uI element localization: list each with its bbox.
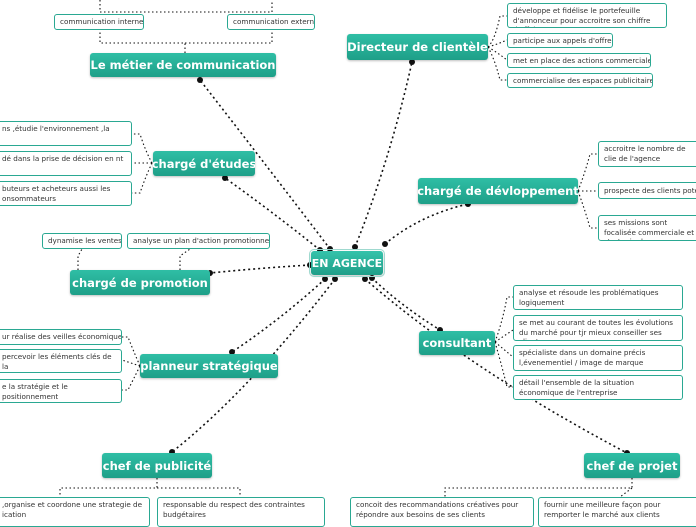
projet-leaf-2[interactable]: fournir une meilleure façon pour remport…	[538, 497, 696, 527]
consultant-leaf-2[interactable]: se met au courant de toutes les évolutio…	[513, 315, 683, 341]
link-directeur	[354, 61, 413, 248]
branch-projet[interactable]: chef de projet	[584, 453, 680, 478]
projet-leaf-1[interactable]: concoit des recommandations créatives po…	[350, 497, 534, 527]
consultant-leaf-1[interactable]: analyse et résoude les problématiques lo…	[513, 285, 683, 310]
etudes-leaf-3[interactable]: buteurs et acheteurs aussi les onsommate…	[0, 181, 132, 206]
branch-promotion[interactable]: chargé de promotion	[70, 270, 210, 295]
metier-leaf-interne[interactable]: communication interne	[54, 14, 144, 30]
developpement-leaf-2[interactable]: prospecte des clients poten	[598, 182, 696, 199]
branch-etudes[interactable]: chargé d'études	[153, 151, 255, 176]
branch-publicite[interactable]: chef de publicité	[102, 453, 212, 478]
link-consultant	[371, 277, 441, 331]
etudes-leaf-2[interactable]: dé dans la prise de décision en nt	[0, 151, 132, 176]
link-developpement	[384, 203, 469, 245]
center-node[interactable]: EN AGENCE	[309, 249, 385, 277]
branch-developpement[interactable]: chargé de dévloppement	[418, 178, 578, 204]
promotion-leaf-1[interactable]: dynamise les ventes	[42, 233, 122, 249]
planneur-leaf-3[interactable]: e la stratégie et le positionnement	[0, 379, 122, 403]
consultant-leaf-3[interactable]: spécialiste dans un domaine précis l,éve…	[513, 345, 683, 371]
link-etudes	[224, 177, 321, 251]
etudes-leaf-1[interactable]: ns ,étudie l'environnement ,la	[0, 121, 132, 146]
link-projet	[364, 278, 628, 454]
promotion-leaf-2[interactable]: analyse un plan d'action promotionnel	[127, 233, 270, 249]
directeur-leaf-2[interactable]: participe aux appels d'offre	[507, 33, 613, 48]
planneur-leaf-2[interactable]: percevoir les éléments clés de la	[0, 349, 122, 373]
link-planneur	[231, 278, 326, 353]
branch-metier[interactable]: Le métier de communication	[90, 53, 276, 77]
developpement-leaf-3[interactable]: ses missions sont focalisée commerciale …	[598, 215, 696, 241]
publicite-leaf-2[interactable]: responsable du respect des contraintes b…	[157, 497, 325, 527]
directeur-leaf-3[interactable]: met en place des actions commerciales	[507, 53, 651, 68]
link-metier	[199, 79, 331, 250]
directeur-leaf-1[interactable]: développe et fidélise le portefeuille d'…	[507, 3, 667, 28]
branch-planneur[interactable]: planneur stratégique	[140, 354, 278, 378]
branch-consultant[interactable]: consultant	[419, 331, 495, 355]
developpement-leaf-1[interactable]: accroitre le nombre de clie de l'agence	[598, 141, 696, 167]
branch-directeur[interactable]: Directeur de clientèle	[347, 34, 488, 60]
directeur-leaf-4[interactable]: commercialise des espaces publicitaires	[507, 73, 653, 88]
consultant-leaf-4[interactable]: détail l'ensemble de la situation économ…	[513, 375, 683, 400]
metier-leaf-externe[interactable]: communication externe	[227, 14, 315, 30]
link-promotion	[209, 264, 311, 274]
planneur-leaf-1[interactable]: ur réalise des veilles économiques	[0, 329, 122, 345]
publicite-leaf-1[interactable]: ,organise et coordone une strategie de i…	[0, 497, 150, 527]
